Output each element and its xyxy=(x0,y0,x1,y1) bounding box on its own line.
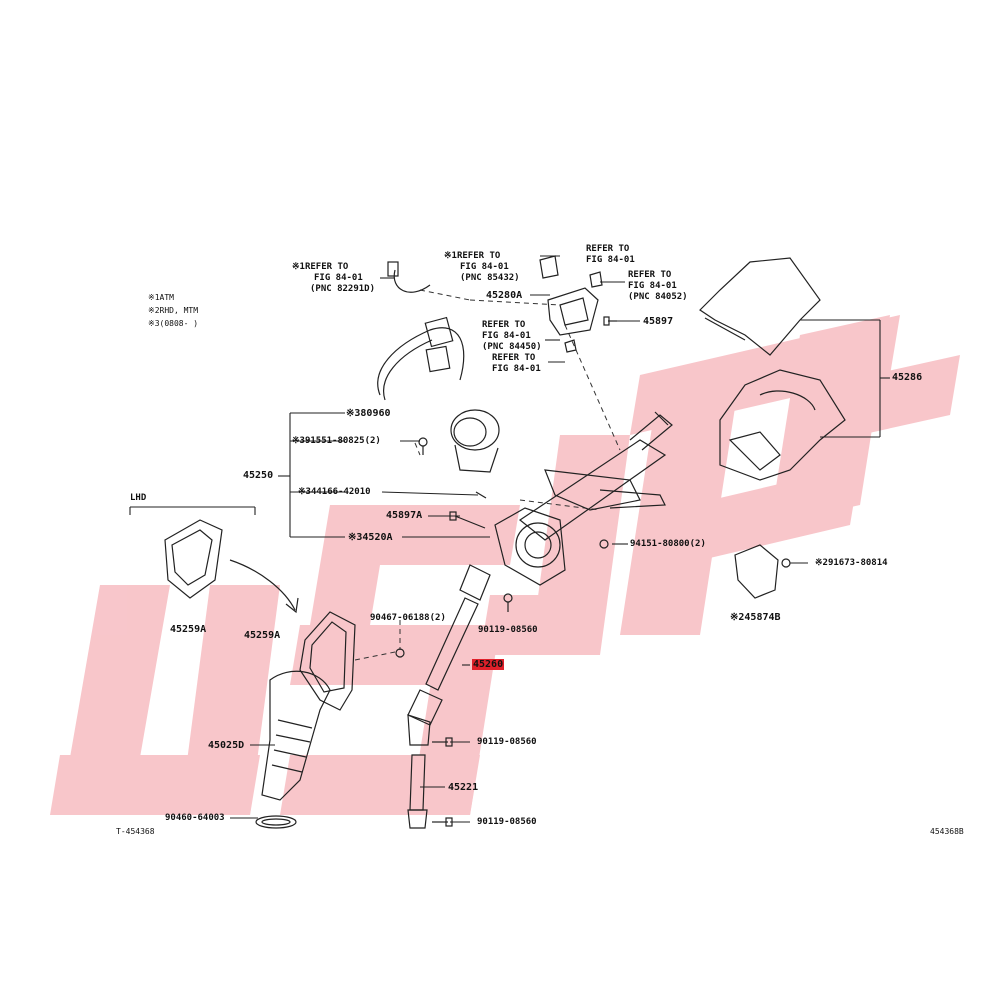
part-90119-lower[interactable]: 90119-08560 xyxy=(477,817,537,827)
diagram-code-right: 454368B xyxy=(930,827,964,836)
refer-note-1-line1: ※1REFER TO xyxy=(292,262,349,272)
part-90119-upper[interactable]: 90119-08560 xyxy=(478,625,538,635)
part-90460[interactable]: 90460-64003 xyxy=(165,813,225,823)
part-45280A[interactable]: 45280A xyxy=(486,290,523,301)
lhd-label: LHD xyxy=(130,493,147,503)
refer-note-6-line2: FIG 84-01 xyxy=(492,364,541,374)
part-380960[interactable]: ※380960 xyxy=(346,408,391,419)
part-245874B[interactable]: ※245874B xyxy=(730,612,781,623)
part-45259A-rhd[interactable]: 45259A xyxy=(244,630,281,641)
refer-note-1-line2: FIG 84-01 xyxy=(314,273,363,283)
refer-note-4-line3: (PNC 84052) xyxy=(628,292,688,302)
part-45260-highlighted[interactable]: 45260 xyxy=(472,659,505,670)
legend-item-2: ※2RHD, MTM xyxy=(148,306,199,315)
part-45897A[interactable]: 45897A xyxy=(386,510,423,521)
part-45897[interactable]: 45897 xyxy=(643,316,674,327)
refer-note-5-line2: FIG 84-01 xyxy=(482,331,531,341)
refer-note-2-line1: ※1REFER TO xyxy=(444,251,501,261)
part-45286[interactable]: 45286 xyxy=(892,372,923,383)
part-344166[interactable]: ※344166-42010 xyxy=(298,487,371,497)
part-90467[interactable]: 90467-06188(2) xyxy=(370,613,446,623)
part-291673[interactable]: ※291673-80814 xyxy=(815,558,888,568)
refer-note-4-line2: FIG 84-01 xyxy=(628,281,677,291)
refer-note-2-line3: (PNC 85432) xyxy=(460,273,520,283)
part-45250[interactable]: 45250 xyxy=(243,470,274,481)
legend-item-3: ※3(0808- ) xyxy=(148,319,199,328)
part-391551[interactable]: ※391551-80825(2) xyxy=(292,436,381,446)
part-34520A[interactable]: ※34520A xyxy=(348,532,393,543)
refer-note-5-line3: (PNC 84450) xyxy=(482,342,542,352)
part-45025D[interactable]: 45025D xyxy=(208,740,245,751)
steering-column xyxy=(164,255,846,829)
refer-note-3-line1: REFER TO xyxy=(586,244,630,254)
part-45221[interactable]: 45221 xyxy=(448,782,479,793)
refer-note-3-line2: FIG 84-01 xyxy=(586,255,635,265)
refer-note-4-line1: REFER TO xyxy=(628,270,672,280)
part-94151[interactable]: 94151-80800(2) xyxy=(630,539,706,549)
refer-note-5-line1: REFER TO xyxy=(482,320,526,330)
part-90119-middle[interactable]: 90119-08560 xyxy=(477,737,537,747)
legend-item-1: ※1ATM xyxy=(148,293,174,302)
part-45259A-lhd[interactable]: 45259A xyxy=(170,624,207,635)
diagram-code-left: T-454368 xyxy=(116,827,155,836)
refer-note-1-line3: (PNC 82291D) xyxy=(310,284,376,294)
part-45260-text: 45260 xyxy=(472,659,505,670)
refer-note-2-line2: FIG 84-01 xyxy=(460,262,509,272)
refer-note-6-line1: REFER TO xyxy=(492,353,536,363)
